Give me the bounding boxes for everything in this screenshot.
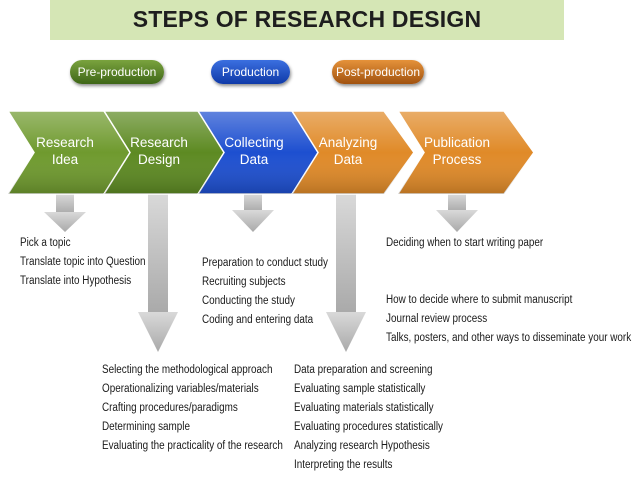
list-publication-timing: Deciding when to start writing paper bbox=[386, 234, 543, 253]
step-label-publication-process: Publication Process bbox=[412, 134, 502, 168]
list-item: Analyzing research Hypothesis bbox=[294, 440, 430, 452]
page-title: STEPS OF RESEARCH DESIGN bbox=[132, 6, 482, 32]
list-item: Recruiting subjects bbox=[202, 276, 286, 288]
step-label-line: Idea bbox=[51, 152, 79, 167]
list-item: Operationalizing variables/materials bbox=[102, 383, 259, 395]
list-item: Evaluating the practicality of the resea… bbox=[102, 440, 283, 452]
list-item: Deciding when to start writing paper bbox=[386, 237, 544, 249]
list-item: Coding and entering data bbox=[202, 314, 314, 326]
step-label-line: Publication bbox=[423, 135, 491, 150]
list-item: Pick a topic bbox=[20, 237, 71, 249]
list-research-idea: Pick a topic Translate topic into Questi… bbox=[20, 234, 146, 291]
list-item: Evaluating procedures statistically bbox=[294, 421, 443, 433]
step-label-line: Data bbox=[333, 152, 363, 167]
chevron-publication-process-shading bbox=[398, 111, 534, 194]
phase-pill-pre-production: Pre-production bbox=[70, 60, 164, 84]
step-label-research-design: Research Design bbox=[118, 134, 200, 168]
chevron-analyzing-data-shading bbox=[292, 111, 414, 194]
list-item: Talks, posters, and other ways to dissem… bbox=[386, 332, 632, 344]
list-item: Interpreting the results bbox=[294, 459, 393, 471]
down-arrow-idea bbox=[44, 194, 86, 232]
list-item: Evaluating sample statistically bbox=[294, 383, 426, 395]
list-item: Data preparation and screening bbox=[294, 364, 433, 376]
down-arrow-publication bbox=[436, 194, 478, 232]
step-label-line: Collecting bbox=[224, 135, 284, 150]
list-item: Translate topic into Question bbox=[20, 256, 146, 268]
phase-pill-post-production: Post-production bbox=[332, 60, 424, 84]
step-label-line: Data bbox=[239, 152, 269, 167]
step-label-line: Process bbox=[432, 152, 482, 167]
step-label-collecting-data: Collecting Data bbox=[212, 134, 296, 168]
step-label-analyzing-data: Analyzing Data bbox=[306, 134, 390, 168]
list-item: Crafting procedures/paradigms bbox=[102, 402, 238, 414]
step-label-line: Design bbox=[137, 152, 181, 167]
down-arrow-analyzing bbox=[326, 194, 366, 352]
step-label-research-idea: Research Idea bbox=[24, 134, 106, 168]
list-collecting-data: Preparation to conduct study Recruiting … bbox=[202, 254, 328, 330]
list-item: How to decide where to submit manuscript bbox=[386, 294, 573, 306]
chevron-research-design-shading bbox=[104, 111, 228, 194]
down-arrow-design bbox=[138, 194, 178, 352]
list-item: Determining sample bbox=[102, 421, 190, 433]
step-label-line: Analyzing bbox=[318, 135, 378, 150]
list-research-design: Selecting the methodological approach Op… bbox=[102, 361, 283, 456]
chevron-research-idea-shading bbox=[8, 111, 134, 194]
down-arrow-collecting bbox=[232, 194, 274, 232]
list-item: Journal review process bbox=[386, 313, 488, 325]
list-item: Selecting the methodological approach bbox=[102, 364, 273, 376]
phase-pill-production: Production bbox=[211, 60, 290, 84]
list-item: Evaluating materials statistically bbox=[294, 402, 434, 414]
list-item: Preparation to conduct study bbox=[202, 257, 328, 269]
step-label-line: Research bbox=[130, 135, 188, 150]
list-analyzing-data: Data preparation and screening Evaluatin… bbox=[294, 361, 443, 475]
list-item: Conducting the study bbox=[202, 295, 295, 307]
step-label-line: Research bbox=[36, 135, 94, 150]
chevron-collecting-data-shading bbox=[198, 111, 322, 194]
list-item: Translate into Hypothesis bbox=[20, 275, 132, 287]
list-publication-process: How to decide where to submit manuscript… bbox=[386, 291, 631, 348]
title-banner bbox=[50, 0, 564, 40]
